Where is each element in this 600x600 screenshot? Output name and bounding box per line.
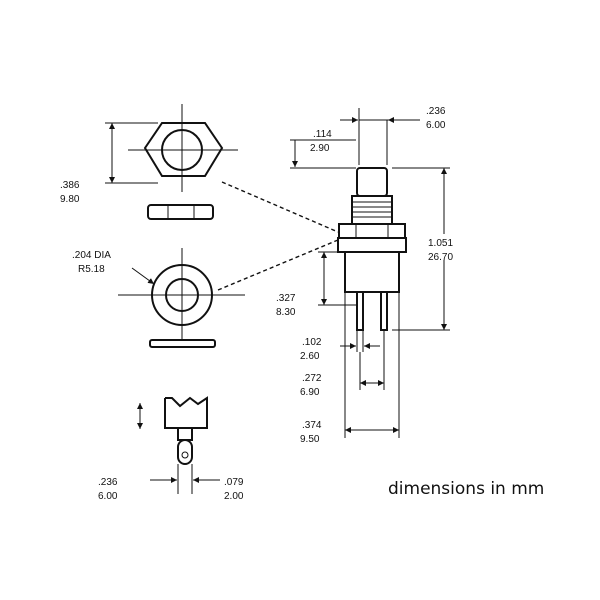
terminal-width-inch: .079 <box>224 477 244 488</box>
dim-body-width <box>344 292 400 438</box>
washer-top-view <box>118 248 245 342</box>
units-caption: dimensions in mm <box>388 479 544 499</box>
hex-nut-top-view <box>105 104 238 192</box>
cap-width-mm: 6.00 <box>426 120 446 131</box>
pin-spacing-inch: .272 <box>302 373 322 384</box>
body-height-inch: .327 <box>276 293 296 304</box>
dim-body-height <box>318 251 356 306</box>
terminal-span-inch: .236 <box>98 477 118 488</box>
dim-pin-spacing <box>359 330 385 390</box>
hex-nut-side-view <box>147 204 214 220</box>
nut-width-mm: 9.80 <box>60 194 80 205</box>
dim-cap-height <box>290 139 356 169</box>
pin-width-mm: 2.60 <box>300 351 320 362</box>
pin-width-inch: .102 <box>302 337 322 348</box>
overall-height-inch: 1.051 <box>428 238 453 249</box>
cap-height-mm: 2.90 <box>310 143 330 154</box>
dimension-labels: .236 6.00 .114 2.90 .386 9.80 .204 DIA R… <box>60 106 544 502</box>
dim-cap-width <box>340 108 420 165</box>
body-width-inch: .374 <box>302 420 322 431</box>
cap-width-inch: .236 <box>426 106 446 117</box>
nut-width-inch: .386 <box>60 180 80 191</box>
body-width-mm: 9.50 <box>300 434 320 445</box>
terminal-detail <box>137 396 220 494</box>
overall-height-mm: 26.70 <box>428 252 453 263</box>
terminal-span-mm: 6.00 <box>98 491 118 502</box>
body-height-mm: 8.30 <box>276 307 296 318</box>
hole-dia-inch: .204 DIA <box>72 250 111 261</box>
washer-side-view <box>149 339 216 348</box>
cap-height-inch: .114 <box>313 129 332 140</box>
push-switch-side-view <box>337 167 407 331</box>
hole-dia-mm: R5.18 <box>78 264 105 275</box>
pin-spacing-mm: 6.90 <box>300 387 320 398</box>
dim-pin-width <box>340 330 380 352</box>
leader-lines <box>217 181 339 291</box>
dim-overall-height <box>392 167 462 331</box>
terminal-width-mm: 2.00 <box>224 491 244 502</box>
